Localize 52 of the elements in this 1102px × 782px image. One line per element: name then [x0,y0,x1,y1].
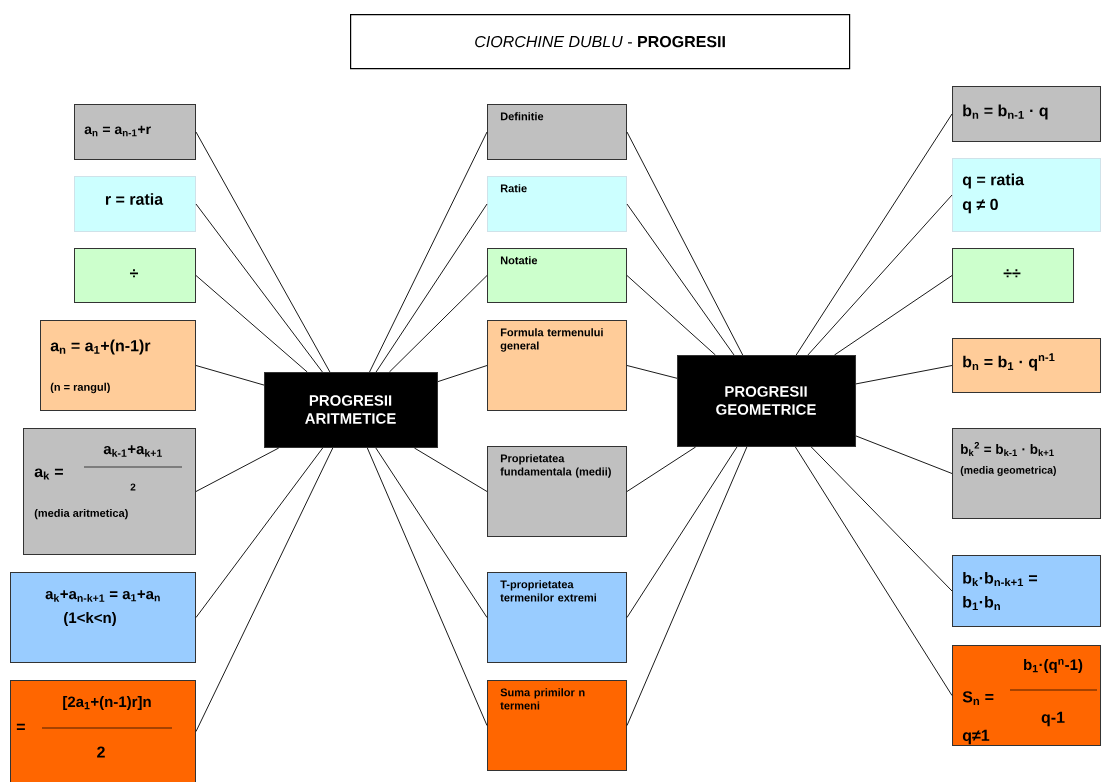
topic-box: PROGRESII GEOMETRICE [677,355,856,447]
formula-box: r = ratia [74,176,196,232]
formula-box: ÷ [74,248,196,303]
formula-box: = [2a$_{1}$+(n-1)r]n 2 [10,680,196,782]
connector-line [626,275,716,356]
connector-line [810,446,953,592]
connector-line [195,447,280,492]
formula-box: b$_{k}$$^{2}$ = b$_{k-1}$ · b$_{k+1}$ (media geometrica) [952,428,1101,519]
connector-line [375,203,488,373]
connector-line [195,447,334,732]
connector-line [626,446,697,492]
formula-box: q = ratia q ≠ 0 [952,158,1101,232]
category-box: Notatie [487,248,627,303]
connector-line [794,446,953,696]
formula-box: a$_{k}$ = a$_{k-1}$+a$_{k+1}$ 2 (media aritmetica) [23,428,196,555]
category-box: Proprietatea fundamentala (medii) [487,446,627,537]
category-box: T-proprietatea termenilor extremi [487,572,627,663]
connector-line [195,131,331,373]
topic-box: PROGRESII ARITMETICE [264,372,438,448]
formula-box: a$_{n}$ = a$_{1}$+(n-1)r (n = rangul) [40,320,196,411]
category-box: Definitie [487,104,627,160]
connector-line [375,447,488,618]
category-box: Formula termenului general [487,320,627,411]
connector-line [195,447,324,618]
connector-line [807,194,953,356]
category-box: Ratie [487,176,627,232]
formula-box: b$_{n}$ = b$_{1}$ · q$^{n-1}$ [952,338,1101,393]
category-box: Suma primilor n termeni [487,680,627,771]
formula-box: a$_{n}$ = a$_{n-1}$+r [74,104,196,160]
connector-line [855,435,953,474]
connector-line [626,203,735,356]
connector-line [626,365,678,379]
connector-line [834,275,953,356]
title: CIORCHINE DUBLU - PROGRESII [350,14,851,70]
connector-line [855,365,953,385]
connector-line [366,447,488,726]
connector-line [626,131,744,356]
connector-line [195,275,308,373]
formula-box: a$_{k}$+a$_{n-k+1}$ = a$_{1}$+a$_{n}$ (1<k<n) [10,572,196,663]
connector-line [369,131,488,373]
connector-line [626,446,748,726]
connector-line [413,447,488,492]
connector-line [437,365,488,383]
connector-line [795,113,953,356]
connector-line [626,446,738,618]
formula-box: b$_{k}$·b$_{n-k+1}$ = b$_{1}$·b$_{n}$ [952,555,1101,627]
connector-line [388,275,488,373]
formula-box: S$_{n}$ = b$_{1}$·(q$^{n}$-1) q-1 q≠1 [952,645,1101,746]
connector-line [195,365,265,386]
formula-box: ÷÷ [952,248,1074,303]
formula-box: b$_{n}$ = b$_{n-1}$ · q [952,86,1101,142]
connector-line [195,203,323,373]
